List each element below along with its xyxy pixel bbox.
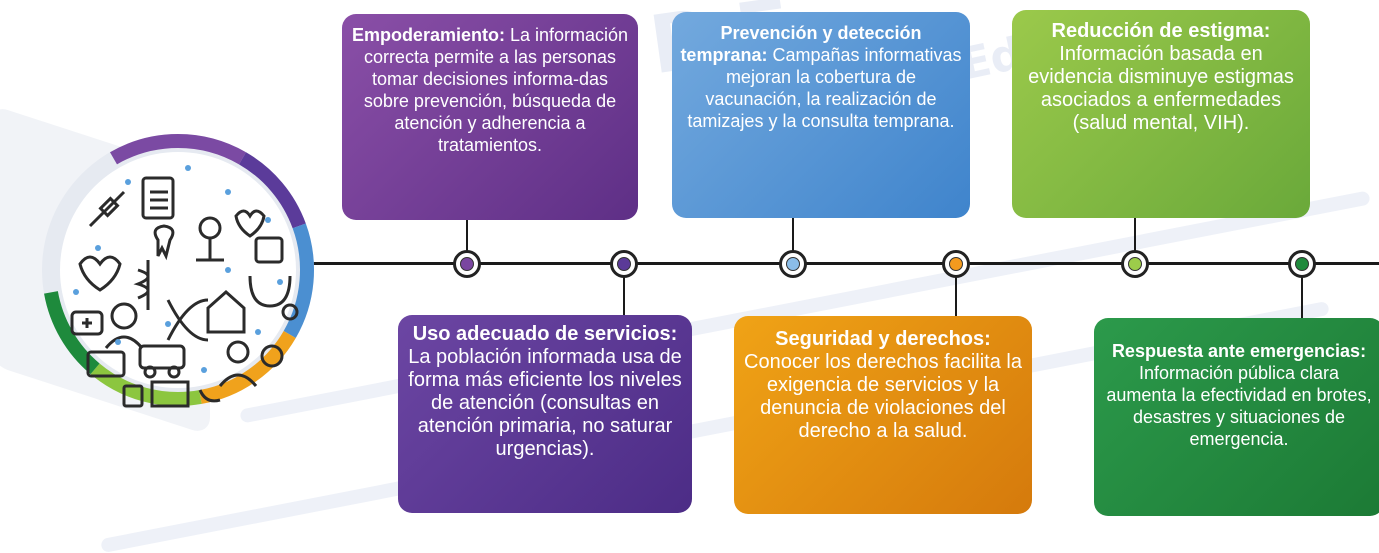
connector-line (1134, 216, 1136, 264)
card-uso-servicios: Uso adecuado de servicios: La población … (398, 315, 692, 513)
clock-icon (260, 344, 284, 368)
timeline-node-dot (1128, 257, 1142, 271)
ring-arc (283, 223, 314, 338)
timeline-node-dot (786, 257, 800, 271)
timeline-axis (300, 262, 1379, 265)
card-empoderamiento: Empoderamiento: La información correcta … (342, 14, 638, 220)
timeline-node-dot (1295, 257, 1309, 271)
hospital-icon (206, 289, 246, 334)
card-title-separator: : (1360, 341, 1367, 361)
card-body: La información correcta permite a las pe… (363, 25, 629, 155)
doctor-icon (110, 302, 138, 330)
connector-line (955, 264, 957, 318)
card-seguridad-derechos: Seguridad y derechos: Conocer los derech… (734, 316, 1032, 514)
card-title-separator: : (984, 328, 991, 350)
timeline-node (610, 250, 638, 278)
monitor-icon (254, 236, 284, 264)
timeline-node (779, 250, 807, 278)
dna-icon (166, 298, 209, 341)
card-prevencion: Prevención y detección temprana: Campaña… (672, 12, 970, 218)
card-body: La población informada usa de forma más … (408, 346, 682, 460)
connector-line (466, 218, 468, 264)
medical-icons-group (70, 176, 299, 408)
timeline-node (1288, 250, 1316, 278)
card-title: Respuesta ante emergencias (1111, 341, 1361, 361)
card-title: Prevención y detección temprana (680, 23, 922, 65)
syringe-icon (88, 190, 126, 228)
card-title: Reducción de estigma (1051, 20, 1264, 42)
timeline-node-dot (617, 257, 631, 271)
card-body: Conocer los derechos facilita la exigenc… (744, 351, 1022, 442)
card-title: Empoderamiento (351, 25, 499, 45)
tooth-icon (153, 224, 175, 261)
card-title-separator: : (498, 25, 505, 45)
heart-icon (234, 209, 266, 238)
card-reduccion-estigma: Reducción de estigma: Información basada… (1012, 10, 1310, 218)
ring-arc (110, 134, 246, 165)
card-respuesta-emergencias: Respuesta ante emergencias: Información … (1094, 318, 1379, 516)
card-title-separator: : (1263, 20, 1271, 42)
timeline-node-dot (949, 257, 963, 271)
card-body: Campañas informativas mejoran la cobertu… (687, 45, 962, 131)
connector-line (1301, 264, 1303, 320)
card-body: Información basada en evidencia disminuy… (1028, 43, 1294, 134)
timeline-node-dot (460, 257, 474, 271)
card-title-separator: : (761, 45, 768, 65)
clipboard-icon (141, 176, 175, 220)
decorative-dots (73, 165, 283, 373)
timeline-node (453, 250, 481, 278)
inner-circle (60, 152, 296, 388)
first-aid-kit-icon (70, 310, 104, 336)
ambulance-icon (138, 344, 186, 370)
ring-arc (199, 330, 296, 404)
timeline-node (1121, 250, 1149, 278)
stethoscope-icon (248, 275, 292, 308)
connector-line (792, 216, 794, 264)
ecg-monitor-icon (86, 350, 126, 378)
building-icon (150, 380, 190, 408)
health-icons-circle (28, 120, 328, 420)
connector-line (623, 264, 625, 316)
card-title-separator: : (670, 323, 678, 345)
card-title: Uso adecuado de servicios (412, 323, 671, 345)
heart-pulse-icon (78, 255, 122, 292)
card-body: Información pública clara aumenta la efe… (1106, 363, 1372, 449)
bottle-icon (122, 384, 144, 408)
ring-arc (238, 152, 306, 229)
nurse-icon (226, 340, 250, 364)
timeline-node (942, 250, 970, 278)
phone-icon (198, 389, 221, 403)
card-title: Seguridad y derechos (775, 328, 985, 350)
